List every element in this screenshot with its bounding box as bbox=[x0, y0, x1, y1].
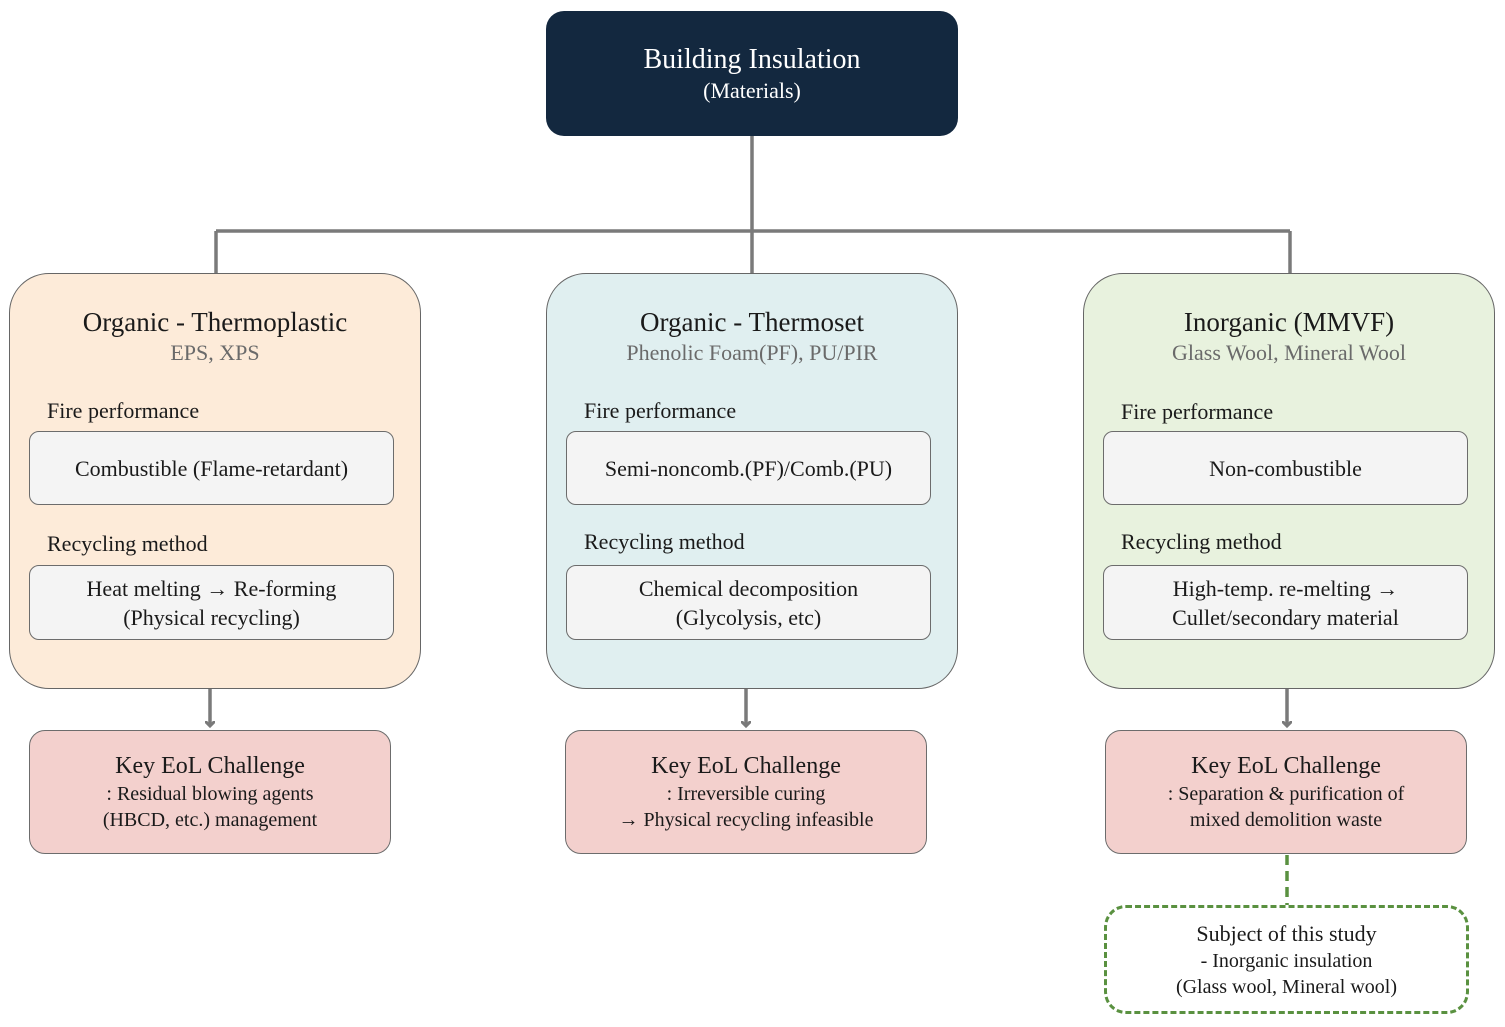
recycling-method-box: High-temp. re-melting → Cullet/secondary… bbox=[1103, 565, 1468, 640]
recycling-line: Cullet/secondary material bbox=[1172, 604, 1399, 630]
fire-performance-value: Non-combustible bbox=[1209, 455, 1362, 481]
eol-challenge-inorganic: Key EoL Challenge : Separation & purific… bbox=[1105, 730, 1467, 854]
fire-performance-box: Non-combustible bbox=[1103, 431, 1468, 505]
eol-line: → Physical recycling infeasible bbox=[618, 809, 874, 831]
root-node: Building Insulation (Materials) bbox=[546, 11, 958, 136]
recycling-line: Chemical decomposition bbox=[638, 575, 859, 601]
study-line: - Inorganic insulation bbox=[1200, 949, 1373, 972]
fire-performance-label: Fire performance bbox=[1121, 399, 1274, 424]
eol-line: : Separation & purification of bbox=[1167, 783, 1405, 805]
eol-challenge-thermoset: Key EoL Challenge : Irreversible curing … bbox=[565, 730, 927, 854]
fire-performance-value: Combustible (Flame-retardant) bbox=[74, 455, 349, 481]
fire-performance-label: Fire performance bbox=[584, 398, 737, 423]
fire-performance-box: Combustible (Flame-retardant) bbox=[29, 431, 394, 505]
fire-performance-label: Fire performance bbox=[47, 398, 200, 423]
recycling-method-label: Recycling method bbox=[47, 531, 208, 556]
category-examples: Glass Wool, Mineral Wool bbox=[1172, 340, 1406, 365]
eol-challenge-thermoplastic: Key EoL Challenge : Residual blowing age… bbox=[29, 730, 391, 854]
category-title: Organic - Thermoplastic bbox=[82, 307, 348, 337]
recycling-line: (Physical recycling) bbox=[123, 604, 300, 630]
category-examples: EPS, XPS bbox=[170, 340, 260, 365]
study-line: (Glass wool, Mineral wool) bbox=[1175, 975, 1398, 998]
recycling-line: Heat melting → Re-forming bbox=[86, 575, 337, 601]
eol-title: Key EoL Challenge bbox=[115, 753, 305, 779]
recycling-line: (Glycolysis, etc) bbox=[675, 604, 822, 630]
study-title: Subject of this study bbox=[1196, 920, 1377, 946]
fire-performance-box: Semi-noncomb.(PF)/Comb.(PU) bbox=[566, 431, 931, 505]
eol-line: : Irreversible curing bbox=[666, 783, 826, 805]
eol-line: : Residual blowing agents bbox=[106, 783, 314, 805]
category-panel-thermoplastic: Organic - Thermoplastic EPS, XPS Fire pe… bbox=[9, 273, 421, 689]
category-panel-thermoset: Organic - Thermoset Phenolic Foam(PF), P… bbox=[546, 273, 958, 689]
recycling-line: High-temp. re-melting → bbox=[1172, 575, 1399, 601]
category-title: Organic - Thermoset bbox=[640, 307, 864, 337]
eol-title: Key EoL Challenge bbox=[651, 753, 841, 779]
eol-line: (HBCD, etc.) management bbox=[102, 809, 318, 831]
category-examples: Phenolic Foam(PF), PU/PIR bbox=[626, 340, 878, 365]
root-title: Building Insulation bbox=[643, 43, 861, 75]
recycling-method-box: Heat melting → Re-forming (Physical recy… bbox=[29, 565, 394, 640]
root-subtitle: (Materials) bbox=[703, 77, 801, 103]
eol-line: mixed demolition waste bbox=[1189, 809, 1383, 831]
recycling-method-label: Recycling method bbox=[1121, 529, 1282, 554]
fire-performance-value: Semi-noncomb.(PF)/Comb.(PU) bbox=[604, 455, 893, 481]
recycling-method-box: Chemical decomposition (Glycolysis, etc) bbox=[566, 565, 931, 640]
tree-connector bbox=[214, 136, 1292, 273]
category-panel-inorganic: Inorganic (MMVF) Glass Wool, Mineral Woo… bbox=[1083, 273, 1495, 689]
recycling-method-label: Recycling method bbox=[584, 529, 745, 554]
eol-title: Key EoL Challenge bbox=[1191, 753, 1381, 779]
study-subject-box: Subject of this study - Inorganic insula… bbox=[1104, 905, 1469, 1014]
category-title: Inorganic (MMVF) bbox=[1183, 307, 1395, 337]
